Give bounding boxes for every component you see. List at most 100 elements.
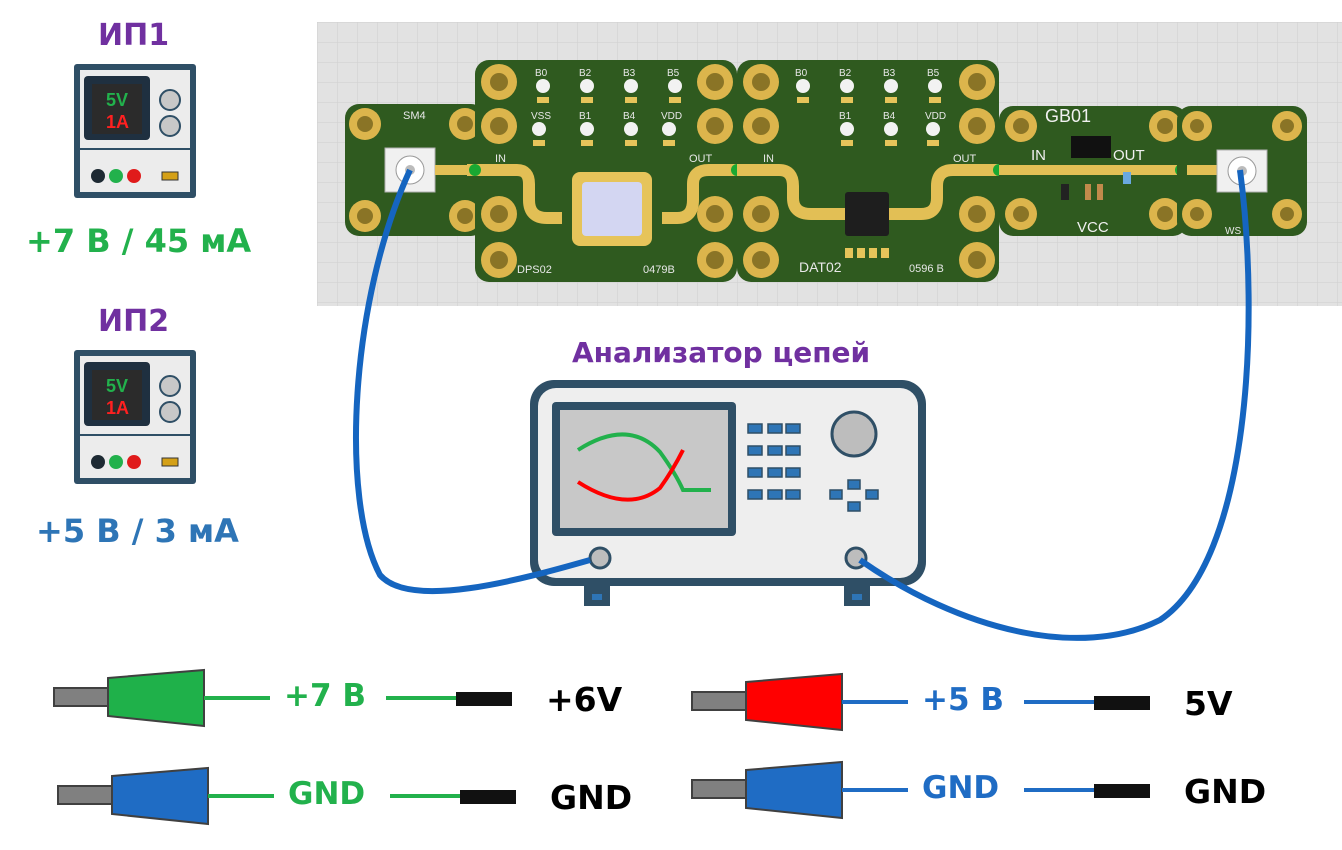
pin-marker — [580, 79, 594, 93]
pin-label: B2 — [579, 68, 592, 79]
banana-plug-icon — [691, 672, 1150, 732]
connector-pin: GND — [550, 778, 633, 817]
pin-label: B5 — [667, 68, 680, 79]
pin-pad — [929, 97, 941, 103]
pin-pad — [533, 140, 545, 146]
pin-pad — [669, 97, 681, 103]
board-dat02-name: DAT02 — [799, 259, 842, 275]
pin-pad — [625, 140, 637, 146]
pin-marker — [926, 122, 940, 136]
board-sm4-label: SM4 — [403, 110, 426, 122]
ps1-icon: 5V 1A — [74, 64, 196, 198]
pin-marker — [662, 122, 676, 136]
connector-row: GND GND — [690, 760, 1290, 824]
board-sm4: SM4 — [345, 104, 485, 236]
pin-marker — [536, 79, 550, 93]
analyzer-port-2[interactable] — [844, 546, 868, 570]
ps2-knob-voltage[interactable] — [159, 375, 181, 397]
pin-pad — [581, 140, 593, 146]
board-dps02-code: 0479B — [643, 264, 675, 276]
pin-label: VSS — [531, 111, 551, 122]
pin-pad — [797, 97, 809, 103]
network-analyzer — [530, 380, 926, 606]
ps2-display-voltage: 5V — [106, 376, 128, 396]
board-dps02-out: OUT — [689, 153, 713, 165]
pin-label: VDD — [925, 111, 946, 122]
pin-label: VDD — [661, 111, 682, 122]
ps2-title: ИП2 — [98, 304, 170, 339]
pin-pad — [841, 97, 853, 103]
ps1-knob-current[interactable] — [159, 115, 181, 137]
board-ws-label: WS — [1225, 226, 1241, 237]
board-ws: WS — [1177, 106, 1307, 237]
pin-marker — [624, 122, 638, 136]
analyzer-keypad[interactable] — [747, 423, 801, 500]
banana-plug-icon — [53, 668, 512, 728]
trace-green — [576, 432, 711, 492]
pin-pad — [885, 140, 897, 146]
ps2-spec: +5 В / 3 мА — [36, 512, 239, 550]
connector-label: GND — [288, 776, 366, 812]
banana-plug-icon — [691, 760, 1150, 820]
pin-label: B3 — [883, 68, 896, 79]
analyzer-knob[interactable] — [830, 410, 878, 458]
pin-pad — [663, 140, 675, 146]
board-gb01-out: OUT — [1113, 147, 1145, 164]
pin-label: B0 — [535, 68, 548, 79]
pin-marker — [840, 79, 854, 93]
pin-label: B4 — [623, 111, 636, 122]
connector-row: +5 В 5V — [690, 672, 1290, 736]
pin-label: B1 — [839, 111, 852, 122]
pin-label: B0 — [795, 68, 808, 79]
analyzer-port-1[interactable] — [588, 546, 612, 570]
pin-marker — [884, 122, 898, 136]
connector-row: +7 В +6V — [52, 668, 652, 732]
connector-pin: GND — [1184, 772, 1267, 811]
analyzer-screen — [560, 410, 728, 528]
pin-label: B4 — [883, 111, 896, 122]
board-gb01-in: IN — [1031, 147, 1046, 164]
ps1-display-voltage: 5V — [106, 90, 128, 110]
pin-marker — [840, 122, 854, 136]
pin-marker — [532, 122, 546, 136]
board-dps02-in: IN — [495, 153, 506, 165]
connector-label: +5 В — [922, 682, 1004, 718]
ps2-icon: 5V 1A — [74, 350, 196, 484]
board-gb01: GB01 IN OUT VCC — [999, 106, 1189, 236]
connector-pin: +6V — [546, 680, 623, 719]
connector-label: GND — [922, 770, 1000, 806]
pin-pad — [581, 97, 593, 103]
connector-pin: 5V — [1184, 684, 1233, 723]
ps2-display-current: 1A — [106, 398, 129, 418]
ps1-spec-text: +7 В / 45 мА — [26, 222, 252, 260]
pin-marker — [928, 79, 942, 93]
ps2-spec-text: +5 В / 3 мА — [36, 512, 239, 550]
connector-label: +7 В — [284, 678, 366, 714]
ps1-spec: +7 В / 45 мА — [26, 222, 251, 260]
trace-red — [576, 449, 685, 502]
pin-label: B5 — [927, 68, 940, 79]
pin-label: B3 — [623, 68, 636, 79]
ps1-display-current: 1A — [106, 112, 129, 132]
pin-pad — [841, 140, 853, 146]
ps2-knob-current[interactable] — [159, 401, 181, 423]
ps1-title: ИП1 — [98, 18, 170, 53]
pin-marker — [624, 79, 638, 93]
banana-plug-icon — [57, 766, 516, 826]
pin-pad — [625, 97, 637, 103]
pin-marker — [796, 79, 810, 93]
ps1-knob-voltage[interactable] — [159, 89, 181, 111]
board-dat02-in: IN — [763, 153, 774, 165]
pin-marker — [884, 79, 898, 93]
board-gb01-name: GB01 — [1045, 106, 1091, 126]
pin-label: B2 — [839, 68, 852, 79]
pin-pad — [927, 140, 939, 146]
pin-label: B1 — [579, 111, 592, 122]
pin-marker — [668, 79, 682, 93]
connector-row: GND GND — [56, 766, 656, 830]
